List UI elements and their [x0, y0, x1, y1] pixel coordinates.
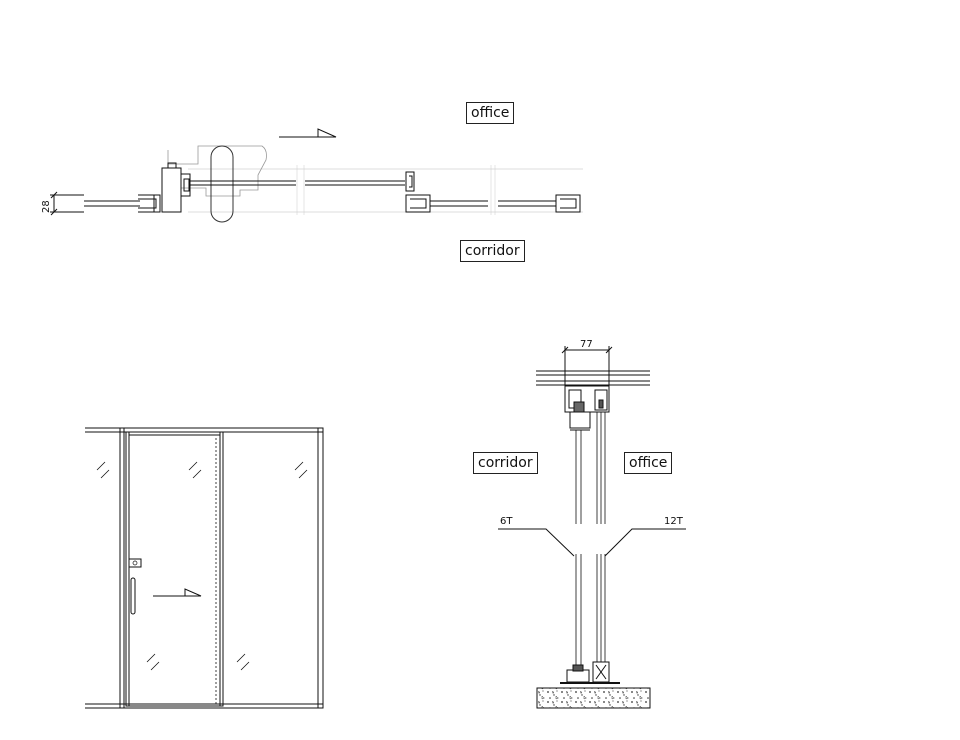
- door-pull-handle: [210, 145, 234, 223]
- elevation-lock: [128, 558, 142, 568]
- floor-slab: [536, 687, 651, 709]
- leader-6t: [498, 528, 575, 557]
- dimension-77: 77: [580, 339, 593, 350]
- right-end-clamp: [555, 194, 581, 213]
- left-glass-clamp: [138, 194, 161, 213]
- door-closer-outline: [167, 145, 267, 197]
- middle-clamp: [405, 194, 431, 213]
- lock-cylinder: [167, 162, 177, 169]
- section-glass-6t: [575, 430, 582, 670]
- glass-spec-12t: 12T: [664, 516, 683, 527]
- opening-direction-arrow: [279, 128, 337, 138]
- bottom-pivot: [566, 669, 590, 683]
- door-leaf: [128, 434, 221, 707]
- lock-body: [161, 167, 182, 213]
- leader-12t: [604, 528, 686, 557]
- elevation-view: [85, 427, 324, 709]
- dimension-28: 28: [41, 200, 52, 213]
- plan-office-label: office: [466, 102, 515, 124]
- plan-view: [50, 128, 583, 223]
- section-glass-12t: [596, 412, 606, 662]
- section-view: [498, 346, 686, 709]
- glass-hatch-marks: [96, 461, 308, 671]
- top-pivot: [569, 411, 591, 429]
- plan-corridor-label: corridor: [460, 240, 525, 262]
- elevation-handle: [130, 577, 136, 615]
- section-corridor-label: corridor: [473, 452, 538, 474]
- glass-spec-6t: 6T: [500, 516, 513, 527]
- section-office-label: office: [624, 452, 673, 474]
- left-jamb: [119, 427, 125, 709]
- elevation-opening-arrow: [153, 588, 202, 597]
- middle-channel: [405, 171, 415, 192]
